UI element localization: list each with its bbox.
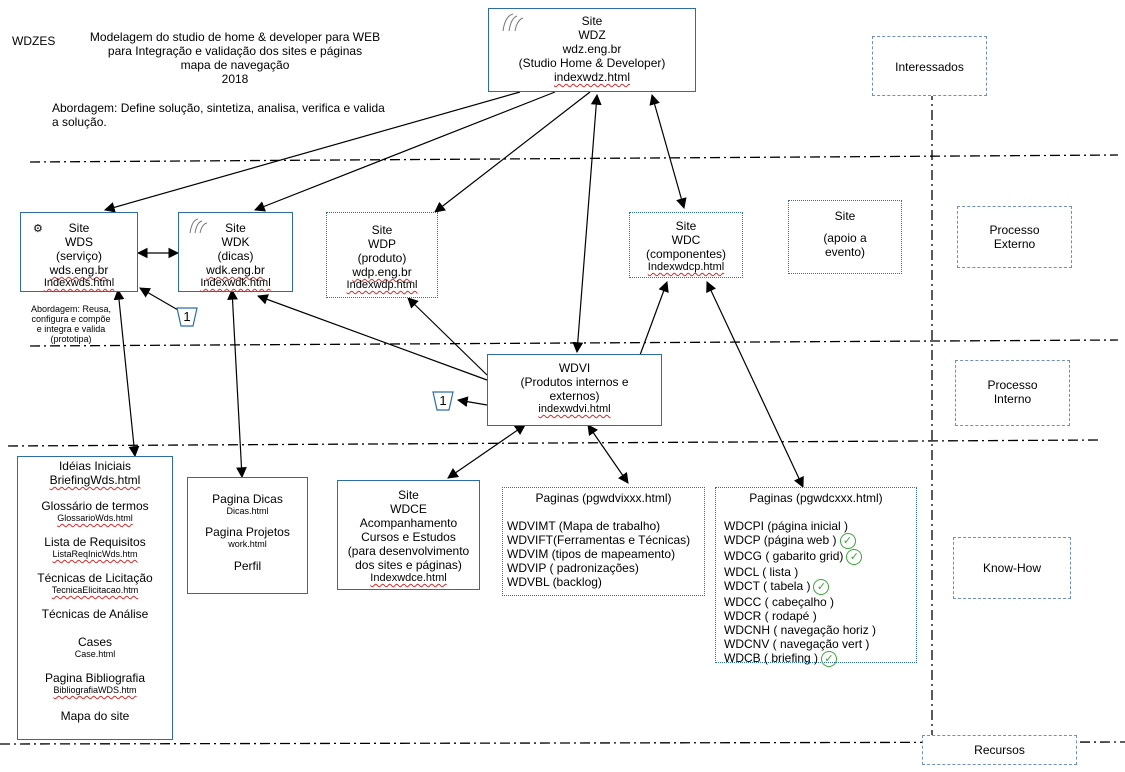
checkmark-icon: ✓ bbox=[813, 579, 830, 595]
list-item[interactable]: WDVIM (tipos de mapeamento) bbox=[507, 547, 676, 561]
list-item[interactable]: Pagina Dicas Dicas.html bbox=[212, 492, 283, 516]
gear-icon: ⚙ bbox=[33, 223, 43, 235]
diagram-title: Modelagem do studio de home & developer … bbox=[89, 30, 381, 86]
node-apoio-evento[interactable]: Site (apoio a evento) bbox=[788, 200, 902, 274]
checkmark-icon: ✓ bbox=[846, 549, 863, 565]
node-wdz[interactable]: Site WDZ wdz.eng.br (Studio Home & Devel… bbox=[488, 8, 696, 92]
list-item[interactable]: Lista de Requisitos ListaReqInicWds.htm bbox=[44, 535, 146, 559]
list-item[interactable]: WDVBL (backlog) bbox=[507, 575, 602, 589]
reference-badge-label: 1 bbox=[439, 393, 447, 408]
list-item[interactable]: Pagina Bibliografia BibliografiaWDS.htm bbox=[44, 671, 146, 695]
lane-processo-interno: Processo Interno bbox=[955, 360, 1070, 426]
list-item[interactable]: WDCG ( gabarito grid)✓ bbox=[724, 549, 908, 565]
list-item[interactable]: WDCP (página web )✓ bbox=[724, 533, 908, 549]
list-item[interactable]: Idéias Iniciais BriefingWds.html bbox=[49, 459, 141, 487]
node-wds[interactable]: ⚙ Site WDS (serviço) wds.eng.br Indexwds… bbox=[20, 212, 138, 292]
logo-icon bbox=[502, 13, 524, 32]
list-header: Paginas (pgwdcxxx.html) bbox=[749, 491, 883, 505]
list-item[interactable]: WDVIP ( padronizações) bbox=[507, 561, 639, 575]
list-ideias-iniciais: Idéias Iniciais BriefingWds.html Glossár… bbox=[17, 456, 173, 740]
list-item[interactable]: WDCNH ( navegação horiz ) bbox=[724, 623, 877, 637]
wds-approach-note: Abordagem: Reusa, configura e compõe e i… bbox=[30, 304, 112, 344]
list-item[interactable]: Técnicas de Licitação TecnicaElicitacao.… bbox=[37, 571, 153, 595]
list-item[interactable]: WDCR ( rodapé ) bbox=[724, 609, 817, 623]
list-paginas-wdvi: Paginas (pgwdvixxx.html) WDVIMT (Mapa de… bbox=[502, 487, 705, 596]
lane-recursos: Recursos bbox=[922, 735, 1077, 765]
list-item[interactable]: WDCT ( tabela )✓ bbox=[724, 579, 908, 595]
list-item[interactable]: WDCNV ( navegação vert ) bbox=[724, 637, 870, 651]
list-item[interactable]: Glossário de termos GlossarioWds.html bbox=[41, 499, 149, 523]
lane-separator bbox=[29, 154, 1119, 163]
list-item[interactable]: Técnicas de Análise bbox=[41, 607, 149, 621]
list-item[interactable]: WDVIFT(Ferramentas e Técnicas) bbox=[507, 533, 691, 547]
list-item[interactable]: WDVIMT (Mapa de trabalho) bbox=[507, 519, 661, 533]
lane-separator bbox=[29, 339, 1119, 347]
list-header: Paginas (pgwdvixxx.html) bbox=[535, 491, 672, 505]
approach-text: Abordagem: Define solução, sintetiza, an… bbox=[52, 101, 385, 129]
lane-interessados: Interessados bbox=[872, 36, 987, 96]
reference-badge bbox=[176, 307, 198, 327]
logo-icon bbox=[189, 218, 208, 234]
node-wdc[interactable]: Site WDC (componentes) Indexwdcp.html bbox=[629, 212, 743, 278]
checkmark-icon: ✓ bbox=[839, 533, 856, 549]
list-dicas: Pagina Dicas Dicas.html Pagina Projetos … bbox=[187, 477, 308, 594]
lane-know-how: Know-How bbox=[953, 537, 1071, 599]
list-item[interactable]: Mapa do site bbox=[60, 709, 130, 723]
lane-separator bbox=[7, 439, 1101, 447]
node-wdp[interactable]: Site WDP (produto) wdp.eng.br Indexwdp.h… bbox=[326, 212, 438, 298]
node-wdk[interactable]: Site WDK (dicas) wdk.eng.br Indexwdk.htm… bbox=[178, 212, 293, 292]
list-item[interactable]: WDCPI (página inicial ) bbox=[724, 519, 849, 533]
list-item[interactable]: Cases Case.html bbox=[74, 635, 116, 659]
list-paginas-wdc: Paginas (pgwdcxxx.html) WDCPI (página in… bbox=[715, 487, 917, 667]
list-item[interactable]: Perfil bbox=[233, 559, 262, 573]
diagram-code: WDZES bbox=[12, 34, 56, 48]
list-item[interactable]: Pagina Projetos work.html bbox=[205, 525, 290, 549]
node-wdce[interactable]: Site WDCE Acompanhamento Cursos e Estudo… bbox=[337, 480, 480, 590]
list-item[interactable]: WDCC ( cabeçalho ) bbox=[724, 595, 835, 609]
reference-badge bbox=[432, 391, 454, 411]
lane-processo-externo: Processo Externo bbox=[957, 206, 1072, 268]
lane-separator bbox=[0, 741, 1125, 745]
list-item[interactable]: WDCB ( briefing )✓ bbox=[724, 651, 908, 667]
reference-badge-label: 1 bbox=[183, 309, 191, 324]
list-item[interactable]: WDCL ( lista ) bbox=[724, 565, 799, 579]
checkmark-icon: ✓ bbox=[821, 651, 838, 667]
node-wdvi[interactable]: WDVI (Produtos internos e externos) inde… bbox=[487, 354, 662, 426]
